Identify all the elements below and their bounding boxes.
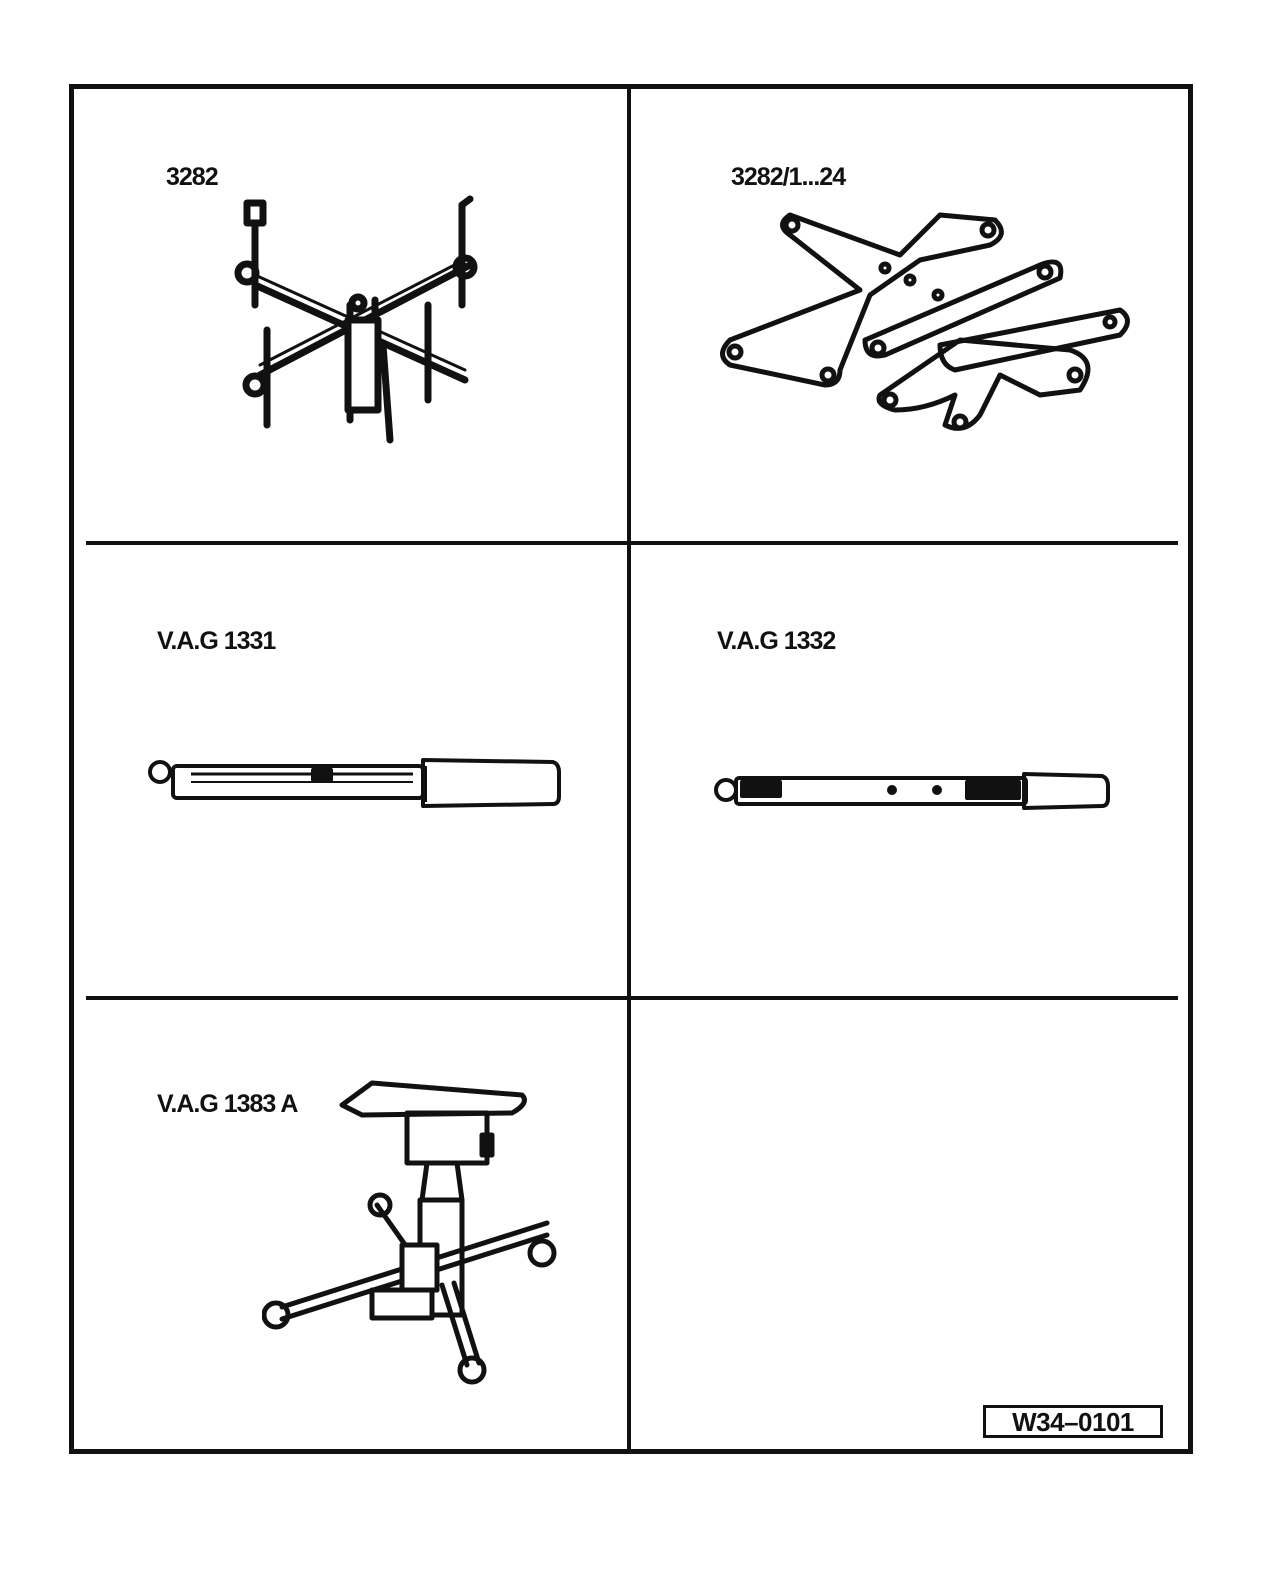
figure-code: W34–0101 <box>983 1405 1163 1438</box>
tool-table-frame <box>69 84 1193 1454</box>
tool-label-3282-1-24: 3282/1...24 <box>731 163 846 191</box>
adapter-plates-icon <box>710 200 1150 445</box>
table-divider-row-2 <box>86 996 1178 1000</box>
tool-label-3282: 3282 <box>166 163 219 191</box>
engine-support-frame-icon <box>225 195 495 450</box>
torque-wrench-icon <box>143 752 563 814</box>
table-divider-row-1 <box>86 541 1178 545</box>
tool-label-vag-1332: V.A.G 1332 <box>717 627 836 655</box>
tool-label-vag-1331: V.A.G 1331 <box>157 627 276 655</box>
torque-wrench-icon <box>712 770 1112 812</box>
tool-label-vag-1383-a: V.A.G 1383 A <box>157 1090 298 1118</box>
transmission-jack-icon <box>262 1075 562 1387</box>
table-divider-vertical <box>627 84 631 1454</box>
